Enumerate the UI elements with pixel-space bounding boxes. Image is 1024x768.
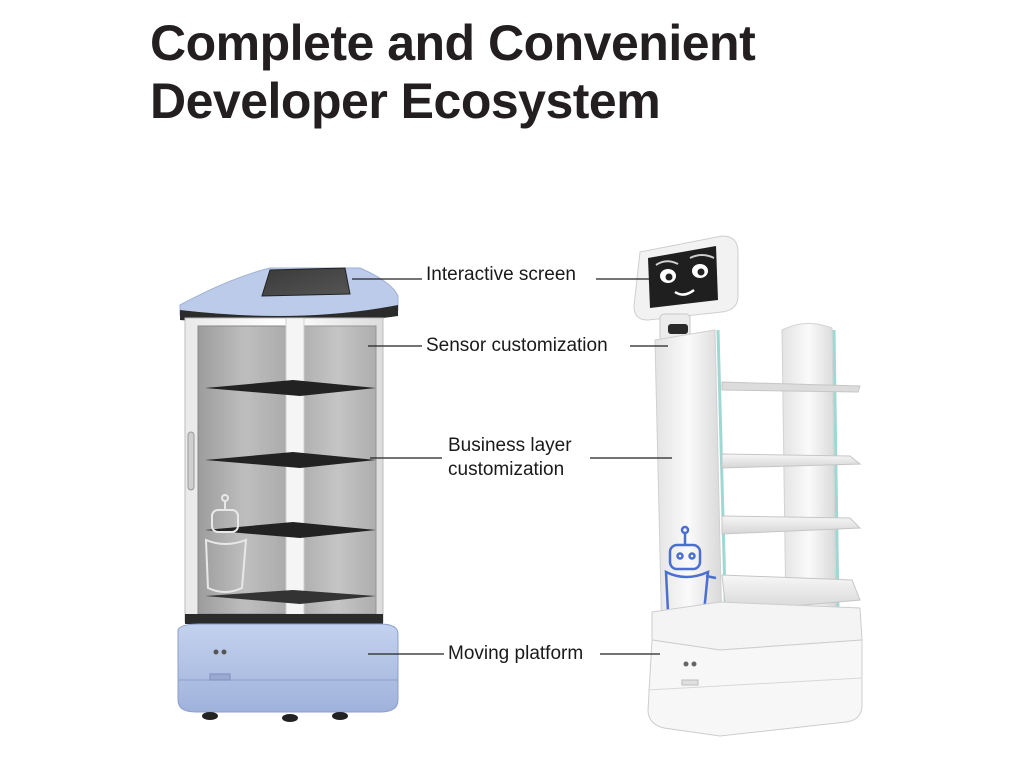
label-moving-platform: Moving platform: [448, 643, 584, 664]
label-business-line-2: customization: [448, 459, 565, 480]
label-business-layer-customization: Business layer customization: [448, 434, 572, 482]
label-sensor-customization: Sensor customization: [426, 335, 608, 356]
cabinet-body: [184, 317, 384, 624]
mascot-sketch: [204, 494, 248, 593]
shelf-robot-head: [633, 235, 739, 321]
cabinet-moving-base: [177, 623, 399, 722]
label-business-line-1: Business layer: [448, 435, 572, 456]
label-interactive-screen: Interactive screen: [426, 264, 576, 285]
shelf-robot-moving-base: [647, 601, 863, 737]
title-line-1: Complete and Convenient: [150, 15, 756, 71]
cabinet-touch-screen: [261, 267, 351, 297]
shelf-trays: [721, 381, 862, 613]
page-title: Complete and Convenient Developer Ecosys…: [150, 14, 756, 130]
title-line-2: Developer Ecosystem: [150, 73, 661, 129]
